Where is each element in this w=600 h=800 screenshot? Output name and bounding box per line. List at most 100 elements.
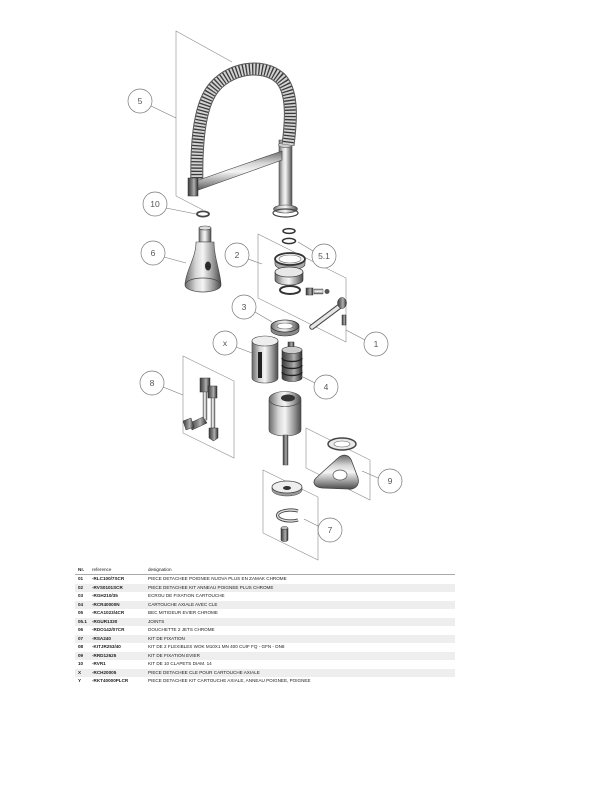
callout-label: 8 bbox=[150, 378, 155, 388]
header-designation: designation bbox=[148, 567, 172, 572]
callout-circle bbox=[377, 468, 403, 494]
cartridge-ridges bbox=[281, 357, 303, 377]
sink-plate-part bbox=[313, 437, 359, 490]
header-reference: reference bbox=[92, 567, 112, 572]
cartridge-nut-hole bbox=[276, 322, 294, 330]
mixer-body bbox=[268, 391, 302, 466]
callout-9: 9 bbox=[361, 468, 403, 494]
part-reference: -RKT40000PLCR bbox=[92, 678, 129, 683]
callout-7: 7 bbox=[303, 517, 343, 543]
part-reference: -RVS0101SCR bbox=[92, 584, 123, 590]
callout-leader bbox=[247, 258, 263, 265]
part-reference: -RRD12625 bbox=[92, 652, 117, 658]
cartridge-nut-part bbox=[270, 319, 300, 337]
handle-screw-head bbox=[305, 287, 314, 296]
part-number: 09 bbox=[78, 652, 84, 658]
spout-spring-coils bbox=[191, 63, 296, 189]
part-reference: -RGUR1330 bbox=[92, 618, 118, 624]
callout-leader bbox=[345, 329, 366, 341]
hose-right-fitting bbox=[207, 385, 218, 399]
hose-right-nut bbox=[208, 427, 219, 442]
callout-circle bbox=[212, 330, 238, 356]
part-reference: -RDO142/07CR bbox=[92, 627, 125, 632]
part-designation: KIT DE FIXATION EVIER bbox=[148, 652, 200, 658]
hose-left-elbow bbox=[189, 416, 208, 431]
part-designation: DOUCHETTE 2 JETS CHROME bbox=[148, 627, 215, 632]
callout-leader bbox=[150, 105, 177, 119]
callout-leader bbox=[235, 346, 253, 354]
part-designation: KIT DE 2 FLEXIBLES WOK M10X1 MN 400 CUIF… bbox=[148, 644, 285, 649]
callout-circle bbox=[127, 88, 153, 114]
spout-holder-clip bbox=[187, 177, 199, 197]
part-number: 07 bbox=[78, 635, 84, 641]
spray-head-part bbox=[184, 225, 222, 293]
key-body bbox=[251, 340, 279, 384]
spout-base-ring bbox=[272, 208, 299, 218]
sink-plate-hole bbox=[332, 469, 348, 481]
seal-ring bbox=[281, 237, 297, 245]
callout-5-1: 5.1 bbox=[297, 241, 337, 269]
callout-circle bbox=[224, 242, 250, 268]
callout-5: 5 bbox=[127, 88, 177, 119]
panel-hoses bbox=[182, 355, 235, 459]
part-designation: ECROU DE FIXATION CARTOUCHE bbox=[148, 593, 225, 598]
parts-table: Nr. reference designation 01-RLC100/7SCR… bbox=[75, 566, 455, 686]
handle-pin bbox=[341, 314, 347, 326]
callout-label: 6 bbox=[151, 248, 156, 258]
part-designation: PIECE DETACHEE CLE POUR CARTOUCHE AXIALE bbox=[148, 669, 260, 675]
part-designation: PIECE DETACHEE KIT CARTOUCHE AXIALE, ANN… bbox=[148, 678, 311, 683]
part-designation: KIT DE 10 CLAPETS DIAM. 14 bbox=[148, 661, 212, 666]
mixer-threaded-rod bbox=[282, 434, 289, 466]
part-number: Y bbox=[78, 678, 82, 683]
callout-1: 1 bbox=[345, 329, 389, 357]
callout-circle bbox=[140, 240, 166, 266]
callout-label: 1 bbox=[374, 339, 379, 349]
spray-head-button bbox=[205, 261, 211, 271]
spray-head-nozzle-top bbox=[198, 225, 212, 231]
callout-circle bbox=[311, 243, 337, 269]
fixing-nut bbox=[280, 527, 289, 542]
callout-leader bbox=[297, 241, 314, 252]
part-designation: BEC MITIGEUR EVIER CHROME bbox=[148, 610, 218, 615]
callout-label: 4 bbox=[324, 382, 329, 392]
callout-label: 5.1 bbox=[318, 251, 330, 261]
fixing-washer-hole bbox=[283, 486, 291, 490]
part-designation: CARTOUCHE AXIALE AVEC CLE bbox=[148, 601, 218, 607]
washer-part-10 bbox=[196, 210, 210, 218]
fixing-kit-part bbox=[271, 480, 303, 542]
handle-screw-cap bbox=[324, 289, 330, 294]
callout-label: 2 bbox=[235, 250, 240, 260]
mixer-body-opening bbox=[281, 394, 295, 402]
part-number: 05.1 bbox=[78, 618, 87, 624]
parts-table-row: 05.1 -RGUR1330 JOINTS bbox=[75, 617, 455, 626]
callout-leader bbox=[361, 470, 379, 479]
exploded-view-diagram: 5 10 6 2 5.1 3 x 1 4 bbox=[127, 30, 403, 561]
parts-table-row: 09 -RRD12625 KIT DE FIXATION EVIER bbox=[75, 651, 455, 660]
part-designation: JOINTS bbox=[148, 618, 165, 624]
part-designation: PIECE DETACHEE KIT ANNEAU POIGNEE PLUS C… bbox=[148, 584, 274, 590]
part-designation: PIECE DETACHEE POIGNEE NUOVA PLUS EN ZAM… bbox=[148, 576, 287, 581]
part-number: 02 bbox=[78, 584, 84, 590]
callout-leader bbox=[163, 256, 187, 264]
fixing-horseshoe-highlight bbox=[276, 509, 299, 522]
hose-left-tube bbox=[202, 391, 208, 421]
spout-holder-arm bbox=[192, 150, 283, 193]
part-designation: KIT DE FIXATION bbox=[148, 635, 185, 641]
panel-spout bbox=[175, 30, 233, 211]
part-reference: -RLC100/7SCR bbox=[92, 576, 125, 581]
handle-ring-hole bbox=[278, 254, 302, 264]
handle-group bbox=[274, 227, 347, 330]
callout-6: 6 bbox=[140, 240, 187, 266]
spray-head-face bbox=[184, 277, 222, 293]
handle-knob bbox=[337, 297, 347, 309]
callout-3: 3 bbox=[231, 294, 273, 323]
callout-10: 10 bbox=[142, 191, 197, 217]
flexible-hoses-part bbox=[182, 377, 219, 442]
